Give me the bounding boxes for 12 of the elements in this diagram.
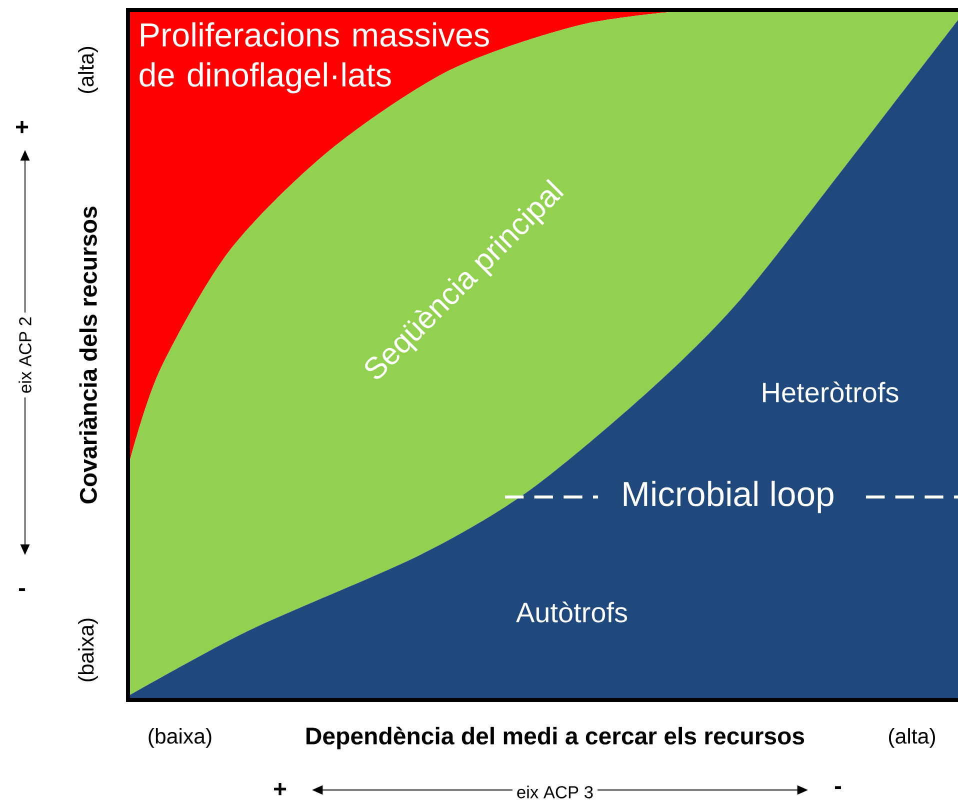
axis-name: eix ACP 3 [512, 782, 598, 802]
axis-end-label: (baixa) [148, 728, 212, 748]
axis-end-label: (alta) [889, 728, 935, 748]
axis-name: eix ACP 2 [14, 312, 36, 398]
axis-title: Dependència del medi a cercar els recursos [306, 726, 804, 750]
sign-label: - [834, 786, 842, 790]
sign-label: + [16, 120, 28, 134]
axis-title: Covariància dels recursos [79, 206, 97, 504]
axis-end-label: (alta) [78, 47, 98, 93]
sign-label: - [18, 588, 26, 592]
axis-end-label: (baixa) [78, 618, 98, 682]
sign-label: + [274, 782, 286, 796]
